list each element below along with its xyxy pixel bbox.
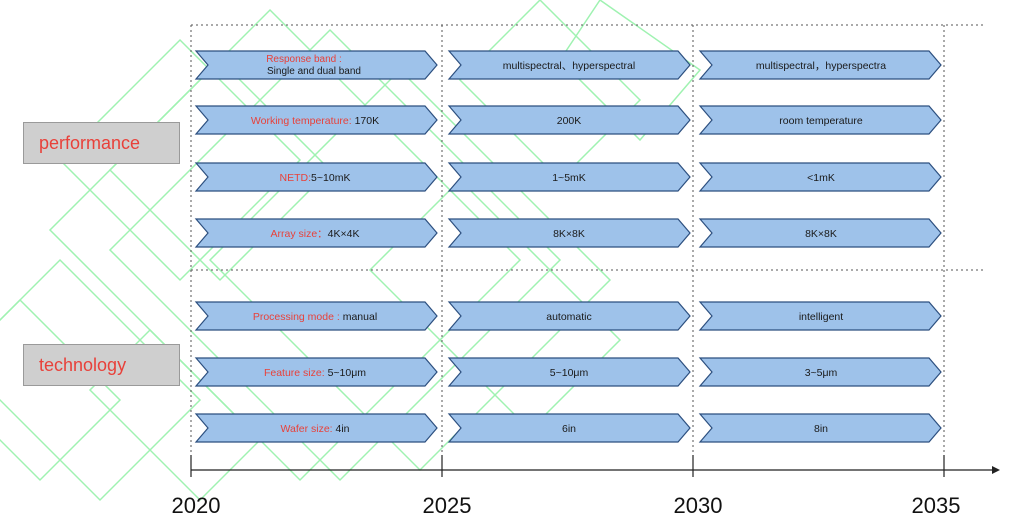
category-technology: technology: [23, 344, 180, 386]
phase1-label-1: Working temperature: 170K: [251, 115, 379, 127]
phase1-label-0: Response band :: [266, 54, 342, 65]
phase3-value-0: multispectral，hyperspectra: [756, 60, 886, 72]
phase2-value-2: 1~5mK: [552, 172, 586, 184]
year-label-2020: 2020: [172, 493, 221, 518]
phase3-value-6: 8in: [814, 423, 828, 435]
phase1-label-name-1: Working temperature:: [251, 115, 352, 127]
phase1-label-value-2: 5~10mK: [311, 172, 350, 184]
phase3-value-2: <1mK: [807, 172, 835, 184]
phase1-label-6: Wafer size: 4in: [280, 423, 349, 435]
phase2-value-0: multispectral、hyperspectral: [503, 60, 635, 72]
phase1-label-value-3: 4K×4K: [328, 228, 360, 240]
year-label-2025: 2025: [423, 493, 472, 518]
phase2-value-3: 8K×8K: [553, 228, 585, 240]
phase3-value-4: intelligent: [799, 311, 843, 323]
phase1-label-3: Array size：4K×4K: [270, 228, 359, 240]
phase3-value-3: 8K×8K: [805, 228, 837, 240]
axis-arrowhead-icon: [992, 466, 1000, 474]
phase1-label-name-6: Wafer size:: [280, 423, 332, 435]
year-label-2030: 2030: [674, 493, 723, 518]
phase1-label-name-4: Processing mode :: [253, 311, 340, 323]
phase1-label-name-5: Feature size:: [264, 367, 325, 379]
phase1-label-4: Processing mode : manual: [253, 311, 377, 323]
phase1-label-5: Feature size: 5~10μm: [264, 367, 366, 379]
phase2-value-6: 6in: [562, 423, 576, 435]
phase1-label-2: NETD:5~10mK: [280, 172, 351, 184]
phase2-value-4: automatic: [546, 311, 592, 323]
phase1-label-value-6: 4in: [333, 423, 350, 435]
phase1-label-name-3: Array size：: [270, 228, 327, 240]
phase3-value-5: 3~5μm: [805, 367, 838, 379]
year-label-2035: 2035: [912, 493, 961, 518]
phase1-label-line2-0: Single and dual band: [267, 66, 361, 77]
phase2-value-5: 5~10μm: [550, 367, 589, 379]
category-performance: performance: [23, 122, 180, 164]
phase1-label-name-2: NETD:: [280, 172, 312, 184]
phase3-value-1: room temperature: [779, 115, 863, 127]
phase1-label-value-1: 170K: [352, 115, 379, 127]
phase2-value-1: 200K: [557, 115, 582, 127]
phase1-label-value-5: 5~10μm: [325, 367, 367, 379]
phase1-label-value-4: manual: [340, 311, 377, 323]
